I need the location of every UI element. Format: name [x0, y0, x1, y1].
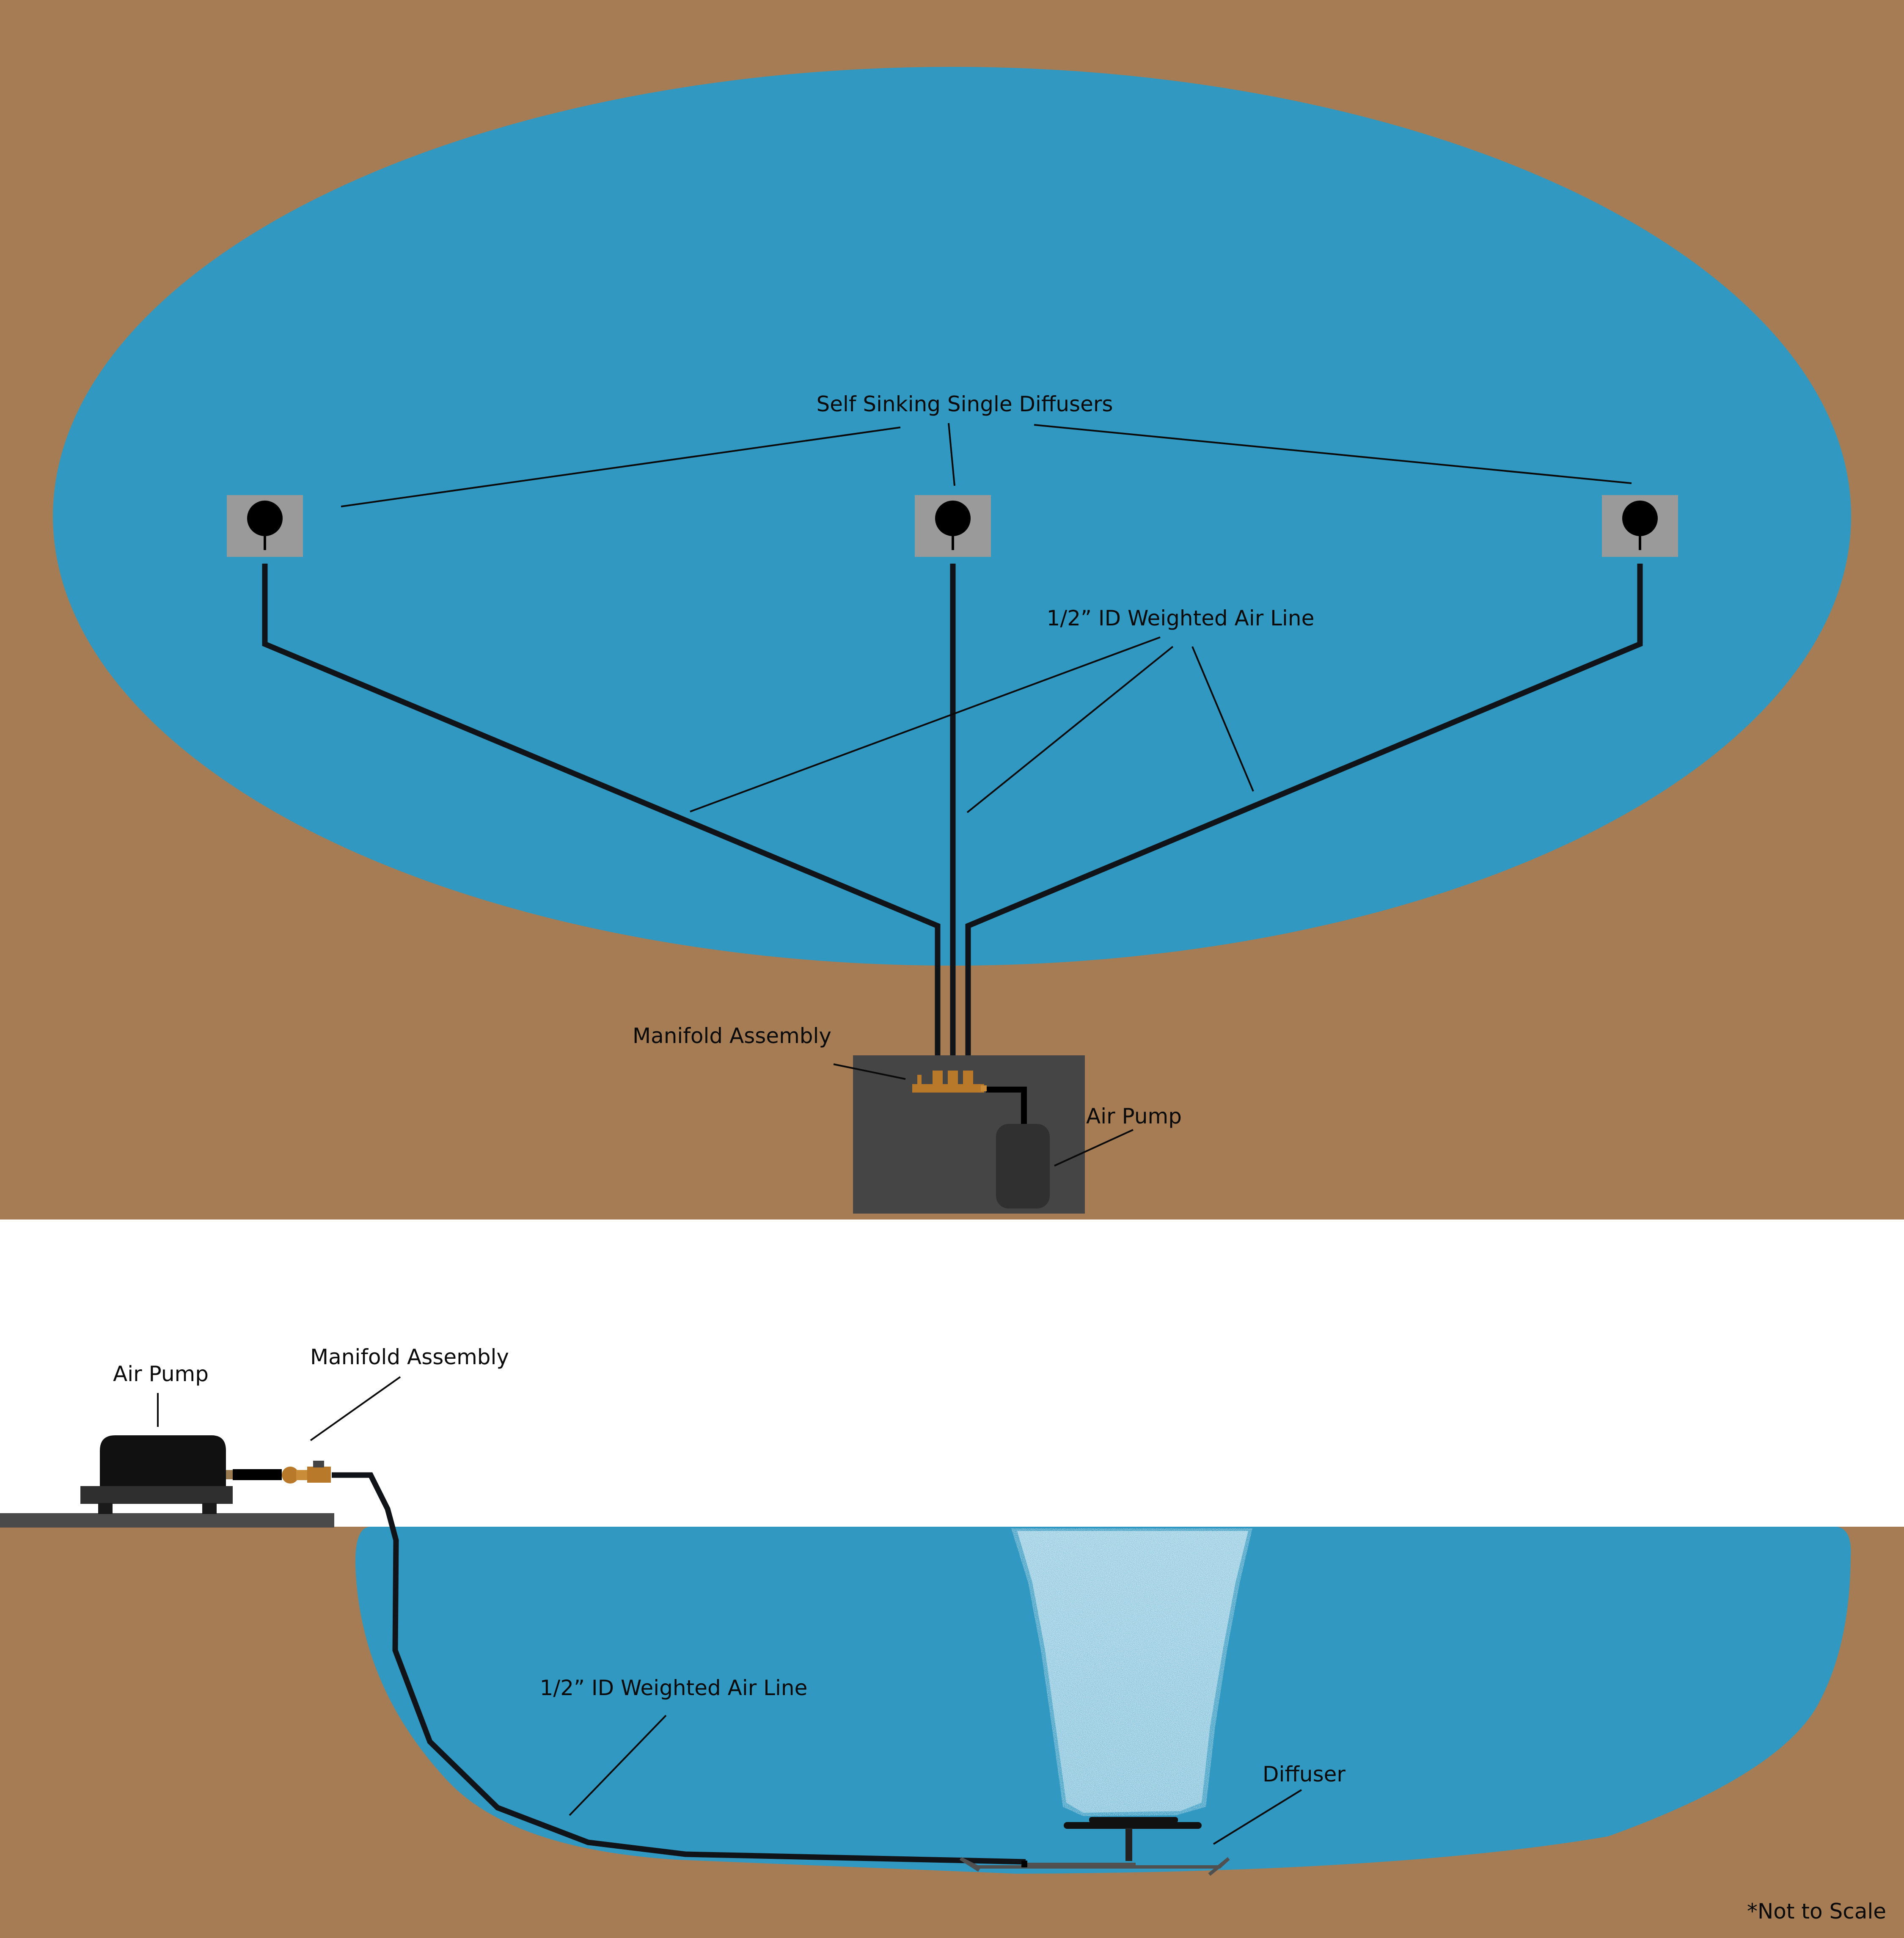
air-pump-side	[80, 1435, 233, 1514]
air-pump-top	[996, 1124, 1050, 1208]
label-air-line-side: 1/2” ID Weighted Air Line	[540, 1676, 808, 1700]
leader-airline-3	[1191, 646, 1254, 792]
diffuser-right	[1602, 495, 1678, 557]
leader-diffuser-side	[1213, 1789, 1302, 1845]
leader-pump-top	[1054, 1129, 1134, 1167]
leader-diffuser-center	[948, 423, 955, 486]
label-manifold-top: Manifold Assembly	[633, 1024, 831, 1048]
top-view: Self Sinking Single Diffusers 1/2” ID We…	[0, 0, 1904, 1220]
label-diffusers: Self Sinking Single Diffusers	[817, 392, 1113, 416]
footnote-not-to-scale: *Not to Scale	[1747, 1899, 1886, 1924]
leader-airline-side	[569, 1715, 667, 1816]
label-pump-top: Air Pump	[1086, 1104, 1182, 1129]
air-line-left	[262, 564, 941, 1071]
leader-manifold-top	[833, 1063, 906, 1080]
manifold-assembly-top	[912, 1071, 987, 1093]
pump-platform	[0, 1513, 334, 1528]
leader-manifold-side	[310, 1376, 401, 1441]
diffuser-left	[227, 495, 303, 557]
leader-airline-1	[690, 636, 1161, 812]
pump-hose-top	[986, 1087, 1027, 1124]
label-manifold-side: Manifold Assembly	[310, 1345, 509, 1369]
leader-diffuser-right	[1034, 424, 1632, 484]
leader-airline-2	[966, 646, 1174, 813]
label-diffuser-side: Diffuser	[1263, 1762, 1345, 1787]
air-line-right	[965, 564, 1643, 1071]
leader-diffuser-left	[341, 427, 901, 507]
label-air-line-top: 1/2” ID Weighted Air Line	[1047, 606, 1315, 630]
side-view: Air Pump Manifold Assembly 1/2” ID Weigh…	[0, 1220, 1904, 1938]
diffuser-side	[959, 1817, 1230, 1876]
bubble-plume-texture	[1011, 1528, 1252, 1816]
air-line-side	[332, 1472, 1026, 1865]
diffuser-center	[915, 495, 991, 557]
label-pump-side: Air Pump	[113, 1362, 209, 1386]
manifold-assembly-side	[282, 1461, 331, 1484]
